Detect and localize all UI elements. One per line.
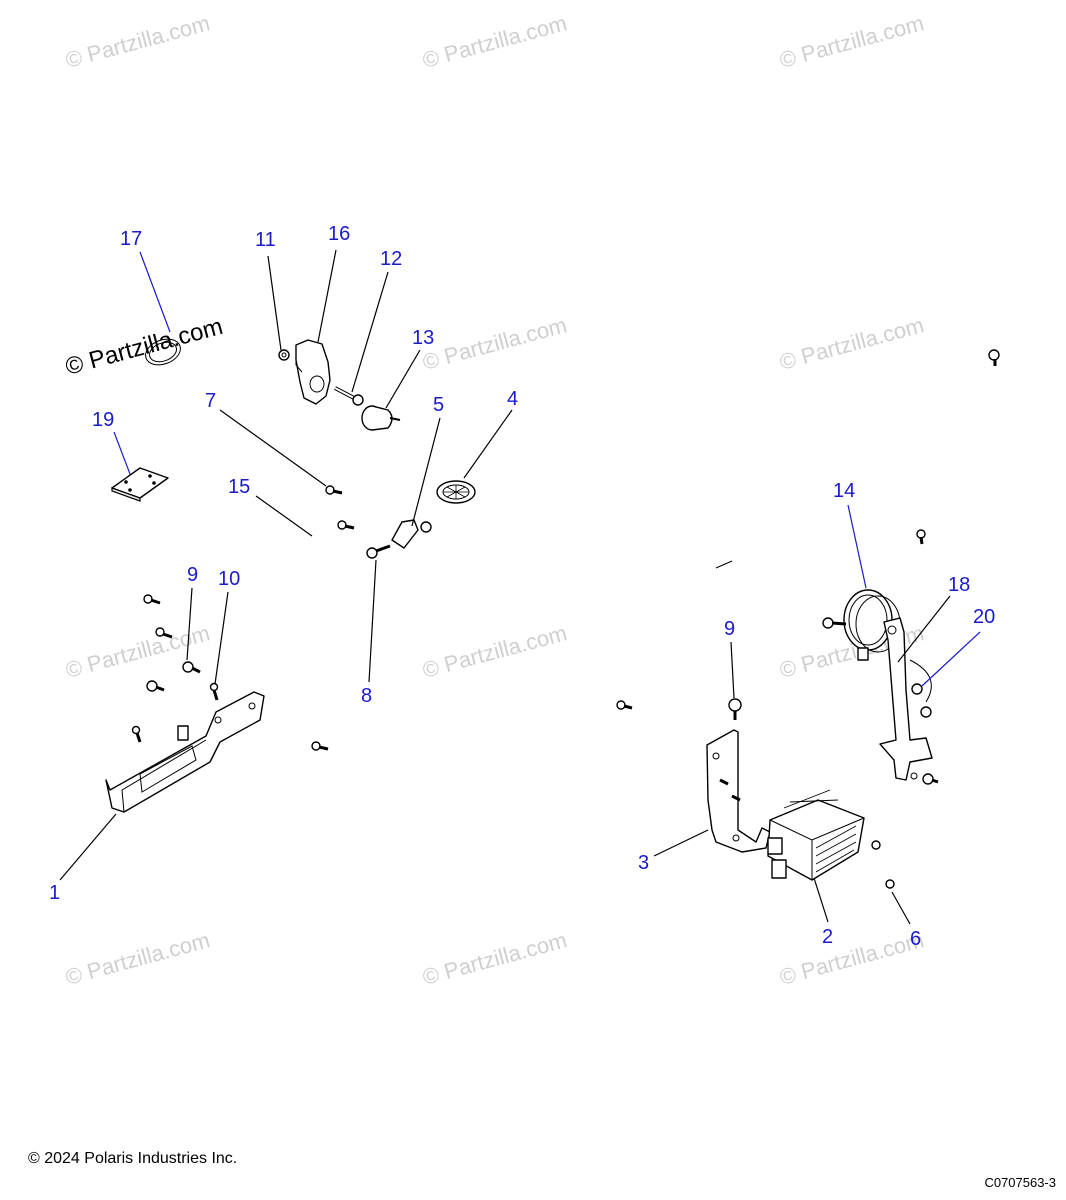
leader-lines [59, 249, 981, 925]
part-9-bolt-right [728, 698, 742, 720]
leader-stub [715, 560, 733, 569]
watermark: © Partzilla.com [777, 10, 927, 73]
part-3-bracket [706, 729, 771, 853]
callout-9-left: 9 [187, 564, 198, 586]
callout-12: 12 [380, 248, 402, 270]
part-17-ring [145, 338, 181, 366]
callout-16: 16 [328, 223, 350, 245]
watermark: © Partzilla.com [63, 620, 213, 683]
diagram-code: C0707563-3 [984, 1175, 1056, 1190]
callout-8: 8 [361, 685, 372, 707]
part-8-bolt [366, 544, 391, 559]
callout-6: 6 [910, 928, 921, 950]
part-19-plate [111, 467, 169, 502]
callout-19: 19 [92, 409, 114, 431]
callout-14: 14 [833, 480, 855, 502]
watermark: © Partzilla.com [420, 312, 570, 375]
callout-4: 4 [507, 388, 518, 410]
part-16-bracket [295, 339, 331, 405]
watermark-dark: © Partzilla.com [63, 313, 226, 381]
part-4-grommet [436, 480, 476, 504]
part-1-bracket [105, 691, 265, 813]
fastener-screw-right-2 [616, 700, 633, 710]
copyright-text: © 2024 Polaris Industries Inc. [28, 1150, 238, 1167]
callout-15: 15 [228, 476, 250, 498]
watermark: © Partzilla.com [777, 927, 927, 990]
callout-1: 1 [49, 882, 60, 904]
callout-18: 18 [948, 574, 970, 596]
callout-13: 13 [412, 327, 434, 349]
watermark: © Partzilla.com [420, 620, 570, 683]
callout-2: 2 [822, 926, 833, 948]
fastener-screws-left [131, 594, 329, 751]
part-5-clamp [391, 519, 432, 549]
part-11-nut [278, 349, 290, 361]
part-20-nut [909, 659, 939, 785]
callout-7: 7 [205, 390, 216, 412]
part-7-screw [325, 485, 343, 495]
callout-10: 10 [218, 568, 240, 590]
fastener-screw-top-right [988, 349, 1000, 366]
callout-9-right: 9 [724, 618, 735, 640]
callout-20: 20 [973, 606, 995, 628]
callout-11: 11 [255, 229, 276, 251]
callout-17: 17 [120, 228, 142, 250]
part-13-cylinder [361, 405, 401, 431]
part-18-bracket [879, 617, 933, 781]
callout-5: 5 [433, 394, 444, 416]
watermark: © Partzilla.com [63, 927, 213, 990]
watermark: © Partzilla.com [63, 10, 213, 73]
fastener-screw-right-1 [916, 529, 926, 545]
watermark: © Partzilla.com [777, 312, 927, 375]
part-15-screw [337, 520, 355, 530]
watermark: © Partzilla.com [420, 927, 570, 990]
watermark: © Partzilla.com [420, 10, 570, 73]
callout-3: 3 [638, 852, 649, 874]
part-2-regulator [767, 789, 895, 889]
part-12-bolt [334, 386, 364, 406]
callouts: 17 11 16 12 13 19 7 5 4 15 9 10 8 1 14 1… [49, 223, 995, 950]
